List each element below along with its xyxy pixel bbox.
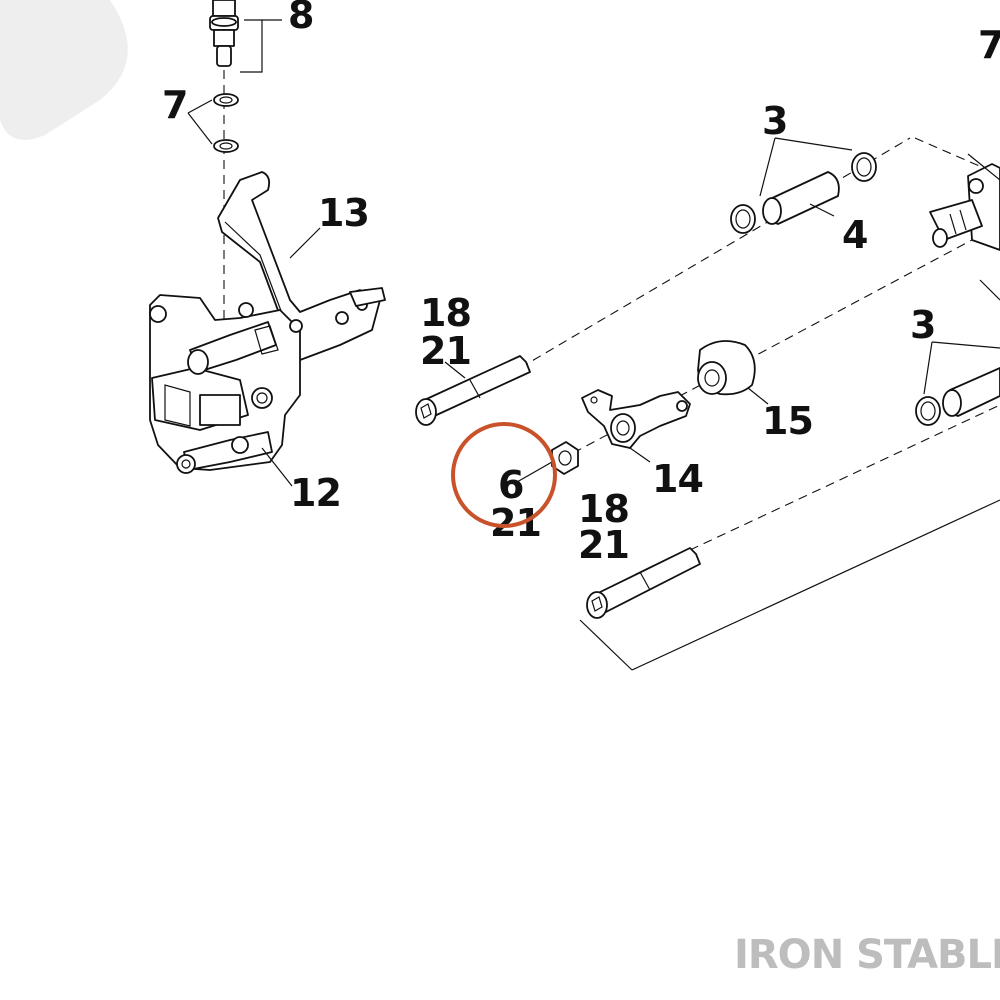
- hub-assembly: [929, 163, 1000, 301]
- label-part-21-upper: 21: [420, 329, 471, 373]
- label-part-18-upper: 18: [420, 291, 471, 335]
- label-part-7: 7: [162, 83, 187, 127]
- highlight-circle: [451, 422, 557, 528]
- boot-part-15: [697, 340, 756, 396]
- fitting-part-8: [209, 0, 239, 67]
- label-part-12: 12: [290, 471, 341, 515]
- label-part-6: 6: [498, 463, 523, 507]
- label-part-18-lower: 18: [578, 487, 629, 531]
- bolt-part-18-lower: [586, 547, 701, 619]
- label-part-3-upper: 3: [762, 99, 787, 143]
- label-part-8: 8: [288, 0, 313, 37]
- leader-lines: [261, 137, 1000, 487]
- leader-part-7: [187, 99, 213, 145]
- label-part-13: 13: [318, 191, 369, 235]
- label-part-7-top-right: 7: [978, 23, 1000, 67]
- callout-labels: 8 7 7 13 3 4 18 21 3 15 12 6 21 14 18 21: [162, 0, 1000, 567]
- label-part-15: 15: [762, 399, 813, 443]
- leader-part-8: [240, 19, 282, 73]
- bushing-part-4-lower: [915, 367, 1000, 426]
- label-part-3-lower: 3: [910, 303, 935, 347]
- caliper-part-12: [149, 294, 303, 474]
- lever-part-14: [581, 389, 691, 449]
- washers-part-7: [213, 93, 239, 153]
- centerlines: [223, 40, 1000, 671]
- label-part-21-lower: 21: [578, 523, 629, 567]
- bolt-part-18-upper: [415, 355, 531, 426]
- label-part-14: 14: [652, 457, 703, 501]
- watermark-shape: [0, 0, 128, 140]
- label-part-4: 4: [842, 213, 867, 257]
- watermark-text: IRON STABLE: [734, 932, 1000, 978]
- nut-part-6: [551, 441, 579, 475]
- bushing-part-4-upper: [730, 152, 877, 234]
